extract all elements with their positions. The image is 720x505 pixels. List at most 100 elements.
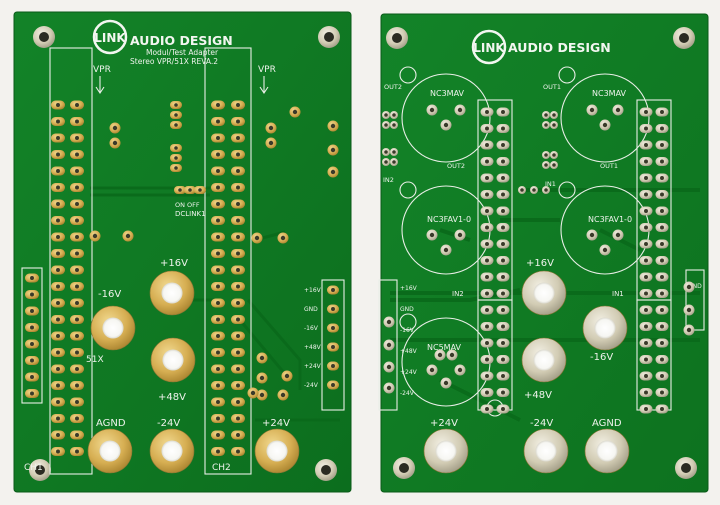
header-pad bbox=[639, 190, 653, 199]
header-pad bbox=[655, 107, 669, 117]
jumper-pad bbox=[382, 111, 390, 119]
edge-label: -16V bbox=[400, 327, 415, 334]
board-subtitle-1: Modul/Test Adapter bbox=[146, 48, 219, 57]
jumper-pad bbox=[184, 186, 196, 194]
header-pad bbox=[51, 397, 65, 407]
jumper-pad bbox=[170, 111, 182, 119]
header-pad bbox=[211, 265, 225, 275]
header-pad bbox=[231, 199, 245, 209]
header-pad bbox=[211, 232, 225, 242]
header-pad bbox=[639, 173, 653, 183]
link-logo: LINK bbox=[471, 29, 507, 65]
via bbox=[256, 389, 268, 401]
edge-label: +24V bbox=[400, 369, 418, 376]
label-p24v: +24V bbox=[262, 418, 290, 429]
header-pad bbox=[211, 183, 225, 192]
header-pad bbox=[51, 265, 65, 275]
header-pad bbox=[496, 206, 510, 216]
header-pad bbox=[231, 249, 245, 258]
label-p16v: +16V bbox=[160, 258, 188, 269]
via bbox=[265, 122, 277, 134]
edge-label: -24V bbox=[304, 382, 319, 389]
header-pad bbox=[70, 282, 84, 291]
header-pad bbox=[655, 322, 669, 331]
header-pad bbox=[480, 107, 494, 117]
header-pad bbox=[496, 305, 510, 315]
in1-small-label: IN1 bbox=[545, 180, 556, 188]
left-connector-outline bbox=[49, 47, 93, 475]
out2-bottom-label: OUT2 bbox=[447, 162, 465, 170]
jumper-pad bbox=[530, 186, 538, 194]
header-pad bbox=[70, 100, 84, 110]
side-pad bbox=[25, 323, 39, 332]
header-pad bbox=[231, 166, 245, 176]
header-pad bbox=[51, 117, 65, 126]
header-pad bbox=[51, 348, 65, 357]
terminal-m16v bbox=[582, 305, 628, 351]
jumper-pad bbox=[170, 101, 182, 109]
via bbox=[289, 106, 301, 118]
header-pad bbox=[639, 404, 653, 414]
header-pad bbox=[496, 239, 510, 249]
header-pad bbox=[51, 430, 65, 440]
header-pad bbox=[231, 232, 245, 242]
header-pad bbox=[655, 223, 669, 232]
header-pad bbox=[496, 124, 510, 133]
mounting-hole-icon bbox=[29, 26, 340, 481]
via bbox=[612, 104, 624, 116]
via bbox=[327, 144, 339, 156]
via bbox=[281, 370, 293, 382]
terminal-m24v bbox=[523, 428, 569, 474]
header-pad bbox=[639, 157, 653, 166]
header-pad bbox=[480, 355, 494, 364]
in1-label: IN1 bbox=[612, 290, 624, 298]
terminal-agnd bbox=[87, 428, 133, 474]
header-pad bbox=[639, 140, 653, 150]
terminal-p48v bbox=[521, 337, 567, 383]
header-pad bbox=[480, 140, 494, 150]
header-pad bbox=[639, 124, 653, 133]
side-pad bbox=[25, 306, 39, 316]
header-pad bbox=[51, 331, 65, 341]
jumper-pad bbox=[170, 121, 182, 129]
terminal-agnd bbox=[584, 428, 630, 474]
label-m16v: -16V bbox=[98, 289, 121, 300]
jumper-pad bbox=[542, 121, 550, 129]
edge-pad bbox=[327, 380, 339, 390]
header-pad bbox=[211, 150, 225, 159]
header-pad bbox=[211, 117, 225, 126]
terminal-p24v bbox=[254, 428, 300, 474]
via bbox=[434, 349, 446, 361]
right-connector-outline bbox=[204, 47, 252, 475]
via bbox=[612, 229, 624, 241]
side-pad bbox=[25, 339, 39, 349]
header-pad bbox=[231, 282, 245, 291]
header-pad bbox=[70, 447, 84, 456]
header-pad bbox=[496, 388, 510, 397]
label-p24v: +24V bbox=[430, 418, 458, 429]
via bbox=[440, 377, 452, 389]
header-pad bbox=[496, 157, 510, 166]
header-pad bbox=[70, 183, 84, 192]
header-pad bbox=[480, 322, 494, 331]
header-pad bbox=[480, 272, 494, 282]
header-pad bbox=[639, 371, 653, 381]
header-pad bbox=[231, 133, 245, 143]
header-pad bbox=[496, 371, 510, 381]
header-pad bbox=[211, 414, 225, 423]
via bbox=[251, 232, 263, 244]
header-pad bbox=[655, 239, 669, 249]
header-pad bbox=[51, 298, 65, 308]
header-pad bbox=[639, 107, 653, 117]
vpr-label-left: VPR bbox=[93, 65, 111, 75]
header-pad bbox=[70, 150, 84, 159]
header-pad bbox=[480, 388, 494, 397]
header-pad bbox=[70, 265, 84, 275]
header-pad bbox=[70, 381, 84, 390]
header-pad bbox=[211, 331, 225, 341]
header-pad bbox=[480, 124, 494, 133]
header-pad bbox=[639, 322, 653, 331]
edge-pad bbox=[327, 304, 339, 314]
header-pad bbox=[639, 256, 653, 265]
